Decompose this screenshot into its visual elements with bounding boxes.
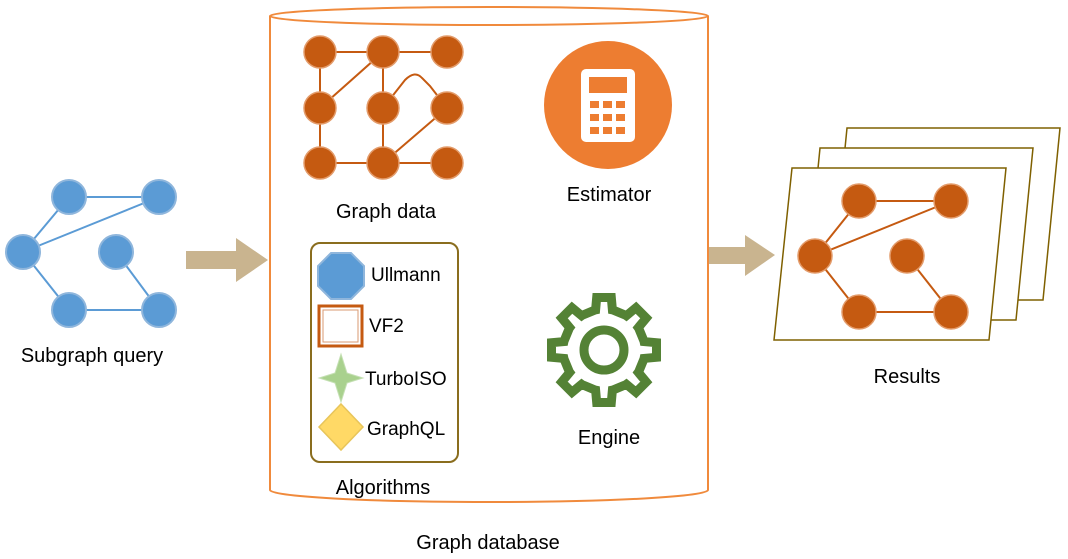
- diamond-icon: [317, 402, 365, 452]
- results-stack: [773, 127, 1061, 341]
- octagon-icon: [317, 252, 365, 300]
- results-label: Results: [874, 366, 941, 388]
- square-inner: [322, 309, 359, 343]
- arrow-into-database: [186, 238, 268, 282]
- data-node: [430, 146, 464, 180]
- result-node: [933, 294, 969, 330]
- engine-label: Engine: [578, 427, 640, 449]
- algorithm-label: Ullmann: [371, 265, 441, 286]
- result-node: [841, 294, 877, 330]
- data-node: [366, 146, 400, 180]
- graph-data-nodes: [303, 35, 464, 180]
- algorithm-label: VF2: [369, 316, 404, 337]
- result-node: [933, 183, 969, 219]
- subgraph-query-graph: [22, 196, 160, 311]
- result-node: [797, 238, 833, 274]
- graph-data-label: Graph data: [336, 201, 437, 223]
- arrow-to-results: [709, 235, 775, 276]
- gear-icon: [547, 293, 661, 407]
- query-node: [51, 179, 87, 215]
- query-node: [98, 234, 134, 270]
- data-node: [366, 91, 400, 125]
- data-node: [303, 146, 337, 180]
- data-node: [430, 35, 464, 69]
- result-graph-nodes: [797, 183, 969, 330]
- result-node: [889, 238, 925, 274]
- data-node: [366, 35, 400, 69]
- query-node: [51, 292, 87, 328]
- graph-database-label: Graph database: [416, 532, 559, 554]
- data-node: [303, 91, 337, 125]
- data-node: [303, 35, 337, 69]
- estimator-label: Estimator: [567, 184, 652, 206]
- query-node: [141, 179, 177, 215]
- subgraph-query-label: Subgraph query: [21, 345, 163, 367]
- algorithm-label: TurboISO: [365, 369, 447, 390]
- algorithms-label: Algorithms: [336, 477, 430, 499]
- result-node: [841, 183, 877, 219]
- subgraph-query-nodes: [5, 179, 177, 328]
- query-node: [141, 292, 177, 328]
- algorithm-label: GraphQL: [367, 419, 445, 440]
- calculator-icon: [544, 41, 672, 169]
- data-node: [430, 91, 464, 125]
- square-icon: [317, 304, 364, 348]
- star-icon: [317, 352, 365, 404]
- query-node: [5, 234, 41, 270]
